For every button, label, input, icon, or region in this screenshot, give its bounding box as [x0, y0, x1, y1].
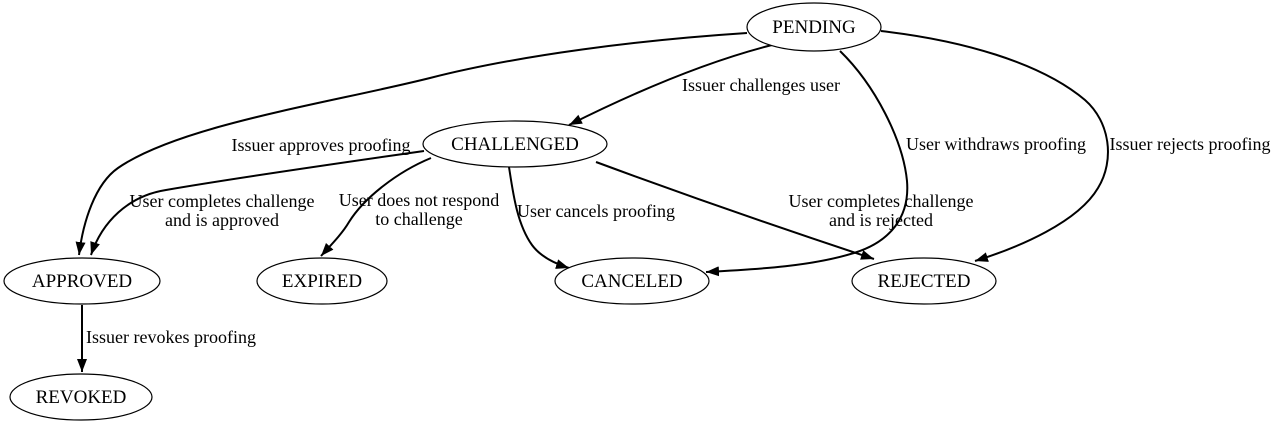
edge-pending-approved: Issuer approves proofing	[75, 32, 748, 256]
node-canceled: CANCELED	[554, 257, 710, 305]
edge-label-challenged-canceled: User cancels proofing	[517, 201, 675, 221]
edge-label-pending-rejected: Issuer rejects proofing	[1110, 134, 1271, 154]
edge-path-pending-approved	[75, 32, 748, 256]
node-ellipse-approved	[3, 257, 161, 305]
edge-label-challenged-approved-line1: User completes challenge	[130, 191, 315, 211]
node-ellipse-rejected	[851, 257, 997, 305]
edge-path-pending-challenged	[568, 44, 773, 126]
edge-label-pending-challenged: Issuer challenges user	[682, 75, 840, 95]
edge-label-challenged-rejected-line1: User completes challenge	[789, 191, 974, 211]
node-ellipse-pending	[746, 2, 882, 52]
node-label-approved: APPROVED	[32, 271, 132, 292]
node-ellipse-revoked	[9, 373, 153, 421]
node-expired: EXPIRED	[256, 257, 388, 305]
edge-path-challenged-expired	[320, 157, 432, 257]
node-label-expired: EXPIRED	[282, 271, 362, 292]
edge-label-challenged-approved-line2: and is approved	[165, 210, 279, 230]
edge-label-challenged-rejected-line2: and is rejected	[829, 210, 933, 230]
node-ellipse-expired	[256, 257, 388, 305]
edge-challenged-canceled: User cancels proofing	[508, 166, 675, 269]
edge-label-pending-approved: Issuer approves proofing	[232, 135, 411, 155]
edge-path-challenged-rejected	[595, 161, 875, 260]
node-rejected: REJECTED	[851, 257, 997, 305]
edge-challenged-rejected: User completes challenge and is rejected	[595, 161, 974, 260]
node-label-pending: PENDING	[772, 17, 856, 38]
edge-path-challenged-canceled	[508, 166, 570, 269]
edges-layer: Issuer challenges user Issuer approves p…	[75, 30, 1271, 372]
edge-pending-rejected: Issuer rejects proofing	[880, 30, 1271, 262]
node-revoked: REVOKED	[9, 373, 153, 421]
edge-approved-revoked: Issuer revokes proofing	[77, 305, 256, 372]
edge-challenged-expired: User does not respond to challenge	[320, 157, 499, 257]
node-label-revoked: REVOKED	[36, 387, 127, 408]
edge-pending-challenged: Issuer challenges user	[568, 44, 840, 126]
edge-label-approved-revoked: Issuer revokes proofing	[86, 327, 256, 347]
edge-path-pending-rejected	[880, 30, 1109, 262]
edge-label-pending-canceled: User withdraws proofing	[906, 134, 1086, 154]
node-pending: PENDING	[746, 2, 882, 52]
node-label-rejected: REJECTED	[878, 271, 971, 292]
node-approved: APPROVED	[3, 257, 161, 305]
nodes-layer: PENDING CHALLENGED APPROVED EXPIRED CANC…	[3, 2, 997, 421]
node-label-challenged: CHALLENGED	[451, 134, 579, 155]
node-ellipse-canceled	[554, 257, 710, 305]
edge-label-challenged-expired-line1: User does not respond	[339, 190, 499, 210]
edge-challenged-approved: User completes challenge and is approved	[90, 150, 425, 256]
edge-path-pending-canceled	[705, 50, 909, 277]
node-ellipse-challenged	[422, 120, 608, 168]
edge-path-challenged-approved	[90, 150, 425, 256]
edge-label-challenged-expired-line2: to challenge	[375, 209, 462, 229]
node-challenged: CHALLENGED	[422, 120, 608, 168]
edge-pending-canceled: User withdraws proofing	[705, 50, 1086, 277]
node-label-canceled: CANCELED	[581, 271, 682, 292]
